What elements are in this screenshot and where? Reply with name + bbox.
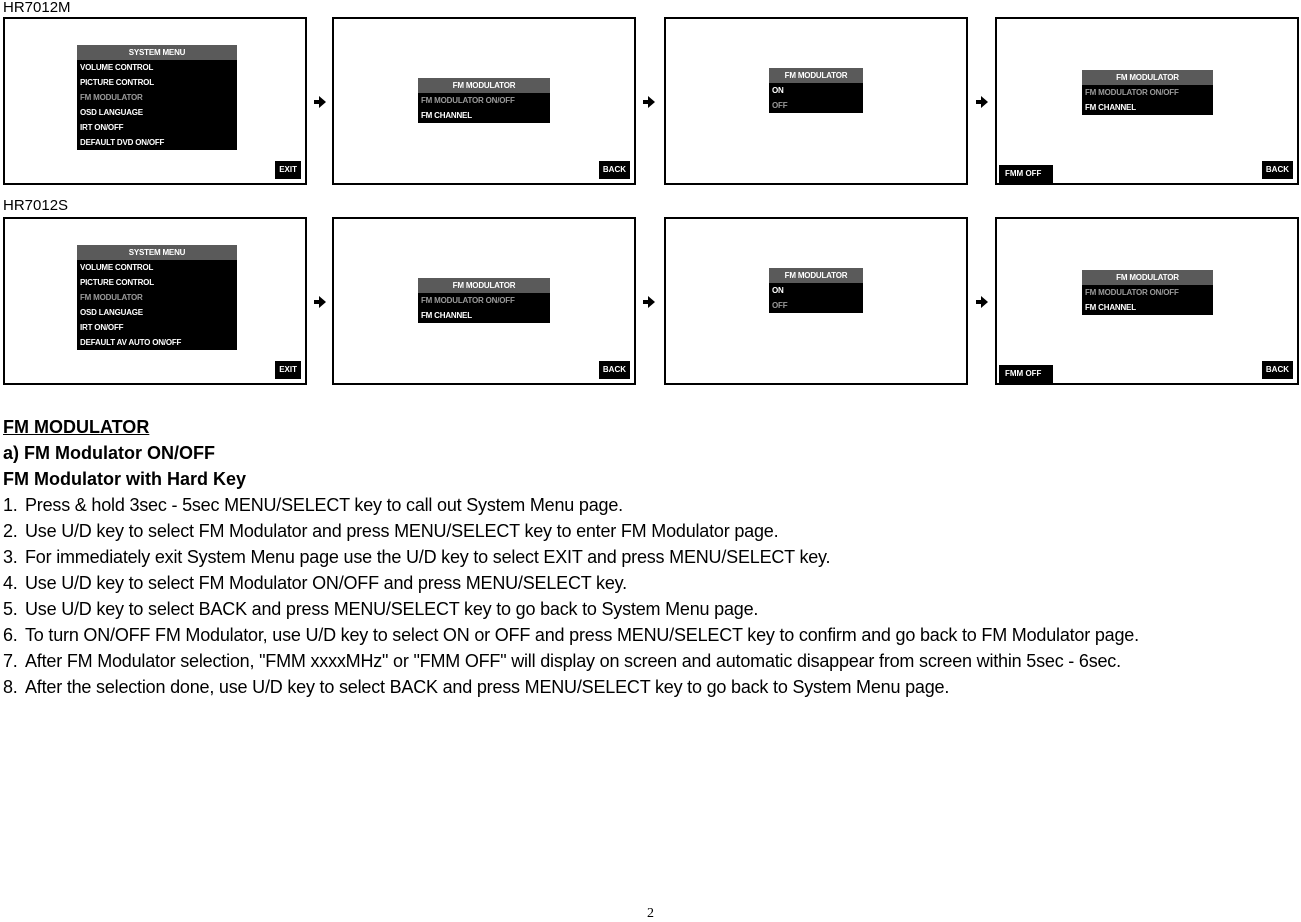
menu-item[interactable]: VOLUME CONTROL	[80, 63, 154, 72]
exit-button[interactable]: EXIT	[275, 361, 301, 379]
screen-4: FM MODULATOR FM MODULATOR ON/OFF FM CHANNE…	[995, 17, 1299, 185]
step-item: 6.To turn ON/OFF FM Modulator, use U/D k…	[3, 625, 1139, 645]
status-badge: FMM OFF	[999, 165, 1054, 183]
section-heading: FM MODULATOR	[3, 417, 150, 437]
screen-1: SYSTEM MENU VOLUME CONTROL PICTURE CONTROL…	[3, 217, 307, 385]
menu-title: FM MODULATOR	[1082, 270, 1213, 285]
arrow-right-icon	[314, 296, 326, 308]
status-badge: FMM OFF	[999, 365, 1054, 383]
arrow-right-icon	[976, 96, 988, 108]
step-item: 5.Use U/D key to select BACK and press M…	[3, 599, 759, 619]
menu-item[interactable]: FM CHANNEL	[421, 311, 472, 320]
menu-item[interactable]: ON	[772, 86, 784, 95]
menu-title: SYSTEM MENU	[77, 245, 237, 260]
menu-item[interactable]: OSD LANGUAGE	[80, 308, 143, 317]
model-label: HR7012S	[3, 197, 69, 214]
back-button[interactable]: BACK	[1261, 161, 1293, 179]
screen-3: FM MODULATOR ON OFF	[664, 217, 968, 385]
osd-menu: SYSTEM MENU VOLUME CONTROL PICTURE CONTROL…	[77, 245, 237, 350]
arrow-right-icon	[976, 296, 988, 308]
step-item: 1.Press & hold 3sec - 5sec MENU/SELECT k…	[3, 495, 623, 515]
menu-item[interactable]: FM MODULATOR ON/OFF	[421, 296, 515, 305]
step-item: 4.Use U/D key to select FM Modulator ON/…	[3, 573, 627, 593]
osd-menu: SYSTEM MENU VOLUME CONTROL PICTURE CONTROL…	[77, 45, 237, 150]
menu-title: FM MODULATOR	[769, 68, 863, 83]
menu-item[interactable]: DEFAULT DVD ON/OFF	[80, 138, 165, 147]
menu-item[interactable]: FM MODULATOR ON/OFF	[1085, 88, 1179, 97]
menu-item[interactable]: OFF	[772, 301, 788, 310]
menu-title: FM MODULATOR	[1082, 70, 1213, 85]
back-button[interactable]: BACK	[1261, 361, 1293, 379]
back-button[interactable]: BACK	[598, 161, 630, 179]
menu-title: FM MODULATOR	[418, 78, 550, 93]
step-item: 3.For immediately exit System Menu page …	[3, 547, 831, 567]
menu-item[interactable]: ON	[772, 286, 784, 295]
menu-title: FM MODULATOR	[769, 268, 863, 283]
menu-item[interactable]: FM MODULATOR ON/OFF	[1085, 288, 1179, 297]
menu-item[interactable]: FM CHANNEL	[421, 111, 472, 120]
menu-item[interactable]: FM MODULATOR ON/OFF	[421, 96, 515, 105]
menu-item[interactable]: IRT ON/OFF	[80, 123, 124, 132]
menu-item[interactable]: PICTURE CONTROL	[80, 78, 154, 87]
arrow-right-icon	[643, 296, 655, 308]
arrow-right-icon	[314, 96, 326, 108]
step-item: 7.After FM Modulator selection, "FMM xxx…	[3, 651, 1121, 671]
model-label: HR7012M	[3, 0, 71, 16]
back-button[interactable]: BACK	[598, 361, 630, 379]
arrow-right-icon	[643, 96, 655, 108]
menu-item[interactable]: OSD LANGUAGE	[80, 108, 143, 117]
osd-menu: FM MODULATOR FM MODULATOR ON/OFF FM CHANNE…	[418, 78, 550, 123]
menu-item[interactable]: PICTURE CONTROL	[80, 278, 154, 287]
screen-4: FM MODULATOR FM MODULATOR ON/OFF FM CHANNE…	[995, 217, 1299, 385]
screen-1: SYSTEM MENU VOLUME CONTROL PICTURE CONTROL…	[3, 17, 307, 185]
subheading-hard-key: FM Modulator with Hard Key	[3, 469, 246, 489]
osd-menu: FM MODULATOR ON OFF	[769, 68, 863, 113]
steps-list: 1.Press & hold 3sec - 5sec MENU/SELECT k…	[3, 492, 1298, 700]
menu-title: FM MODULATOR	[418, 278, 550, 293]
exit-button[interactable]: EXIT	[275, 161, 301, 179]
step-item: 2.Use U/D key to select FM Modulator and…	[3, 521, 779, 541]
screen-2: FM MODULATOR FM MODULATOR ON/OFF FM CHANNE…	[332, 217, 636, 385]
menu-item[interactable]: VOLUME CONTROL	[80, 263, 154, 272]
osd-menu: FM MODULATOR FM MODULATOR ON/OFF FM CHANNE…	[418, 278, 550, 323]
osd-menu: FM MODULATOR FM MODULATOR ON/OFF FM CHANNE…	[1082, 270, 1213, 315]
menu-title: SYSTEM MENU	[77, 45, 237, 60]
menu-item[interactable]: OFF	[772, 101, 788, 110]
instructions: FM MODULATOR a) FM Modulator ON/OFF FM M…	[3, 414, 1298, 700]
menu-item[interactable]: FM CHANNEL	[1085, 103, 1136, 112]
step-item: 8.After the selection done, use U/D key …	[3, 677, 950, 697]
screen-3: FM MODULATOR ON OFF	[664, 17, 968, 185]
osd-menu: FM MODULATOR FM MODULATOR ON/OFF FM CHANNE…	[1082, 70, 1213, 115]
menu-item[interactable]: IRT ON/OFF	[80, 323, 124, 332]
menu-item[interactable]: FM MODULATOR	[80, 93, 143, 102]
screen-2: FM MODULATOR FM MODULATOR ON/OFF FM CHANNE…	[332, 17, 636, 185]
page-number: 2	[647, 906, 654, 921]
menu-item[interactable]: FM CHANNEL	[1085, 303, 1136, 312]
menu-item[interactable]: DEFAULT AV AUTO ON/OFF	[80, 338, 182, 347]
menu-item[interactable]: FM MODULATOR	[80, 293, 143, 302]
subheading-on-off: a) FM Modulator ON/OFF	[3, 443, 215, 463]
osd-menu: FM MODULATOR ON OFF	[769, 268, 863, 313]
